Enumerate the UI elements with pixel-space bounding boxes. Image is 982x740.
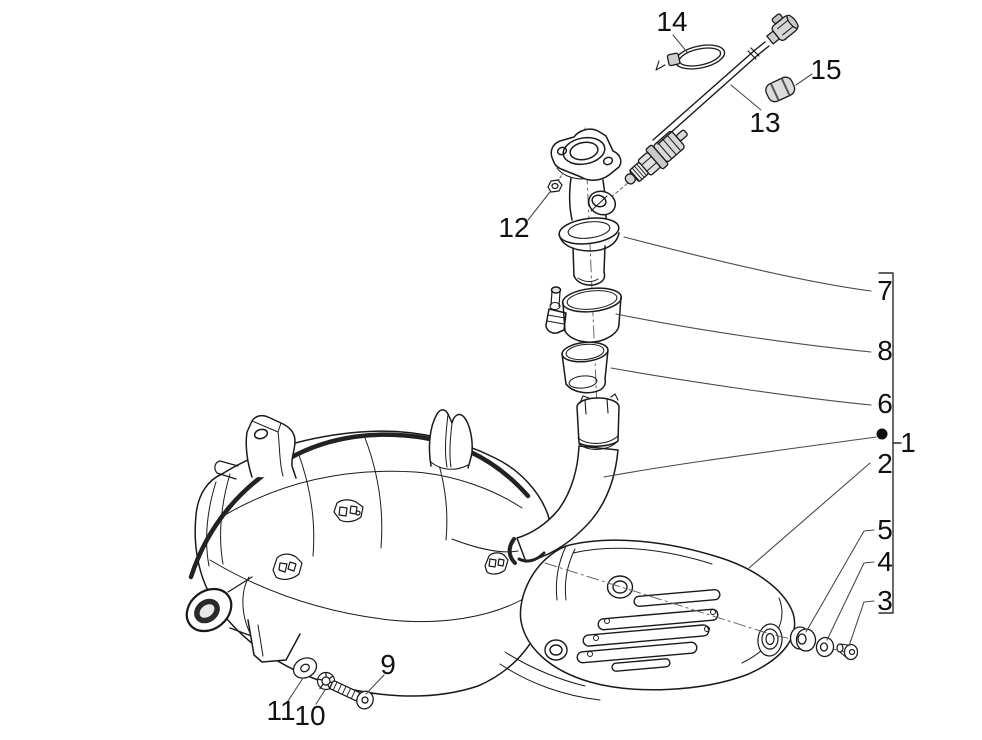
lambda-sensor <box>624 129 688 185</box>
part-label-5: 5 <box>877 514 893 545</box>
exhaust-tip <box>185 576 255 638</box>
leader-3 <box>848 600 875 647</box>
part-label-12: 12 <box>498 212 530 243</box>
part-1-dot <box>876 428 888 440</box>
washer-11 <box>292 657 318 679</box>
spring-clip-a <box>333 499 364 523</box>
clamp-8 <box>545 286 623 343</box>
leader-5 <box>805 529 875 633</box>
leader-9 <box>365 674 385 695</box>
part-label-11: 11 <box>266 695 296 726</box>
callout-bracket <box>878 272 902 614</box>
washer-4 <box>815 636 835 658</box>
exhaust-pipe-elbow <box>507 445 619 565</box>
part-label-3: 3 <box>877 585 893 616</box>
sleeve-6 <box>561 341 609 394</box>
part-label-9: 9 <box>380 649 396 680</box>
leader-2 <box>748 462 871 569</box>
part-label-4: 4 <box>877 546 893 577</box>
leader-4 <box>826 561 875 641</box>
part-label-14: 14 <box>656 6 688 37</box>
pipe-coupling <box>576 393 620 450</box>
screw-3 <box>836 643 859 661</box>
shield-hole-bottom <box>544 639 568 661</box>
spacer-5 <box>789 626 817 652</box>
heat-band <box>188 432 531 580</box>
leader-7 <box>623 236 872 292</box>
flange-assembly <box>550 128 622 221</box>
spring-clip-c <box>484 552 509 575</box>
leader-15 <box>795 73 813 86</box>
bottom-fin <box>247 619 301 663</box>
part-label-2: 2 <box>877 448 893 479</box>
part-label-13: 13 <box>749 107 781 138</box>
leader-10 <box>315 689 326 705</box>
sensor-cable <box>652 13 799 145</box>
part-label-6: 6 <box>877 388 893 419</box>
bolt-9 <box>329 680 374 710</box>
leader-6 <box>610 367 872 406</box>
part-label-8: 8 <box>877 335 893 366</box>
mounting-bracket-left <box>214 414 297 480</box>
part-label-15: 15 <box>810 54 842 85</box>
spring-clip-b <box>272 553 303 580</box>
louver-slats <box>576 588 721 672</box>
part-label-1: 1 <box>900 427 916 458</box>
leader-1 <box>603 436 877 478</box>
cable-tie-14 <box>655 44 726 71</box>
leader-11 <box>287 677 304 702</box>
leader-12 <box>527 191 551 221</box>
collar-flange-7 <box>558 217 620 286</box>
part-label-7: 7 <box>877 275 893 306</box>
part-label-10: 10 <box>294 700 326 731</box>
leader-lines <box>287 34 877 705</box>
leader-8 <box>615 313 872 353</box>
cable-connector <box>766 13 799 45</box>
heat-shield <box>519 539 796 691</box>
grommet-15 <box>765 76 796 103</box>
mounting-bracket-right <box>428 409 473 470</box>
muffler-body <box>188 430 601 701</box>
leader-14 <box>672 34 688 53</box>
shield-hole-top <box>606 575 634 599</box>
leader-13 <box>730 84 762 111</box>
nut-12 <box>547 172 564 193</box>
